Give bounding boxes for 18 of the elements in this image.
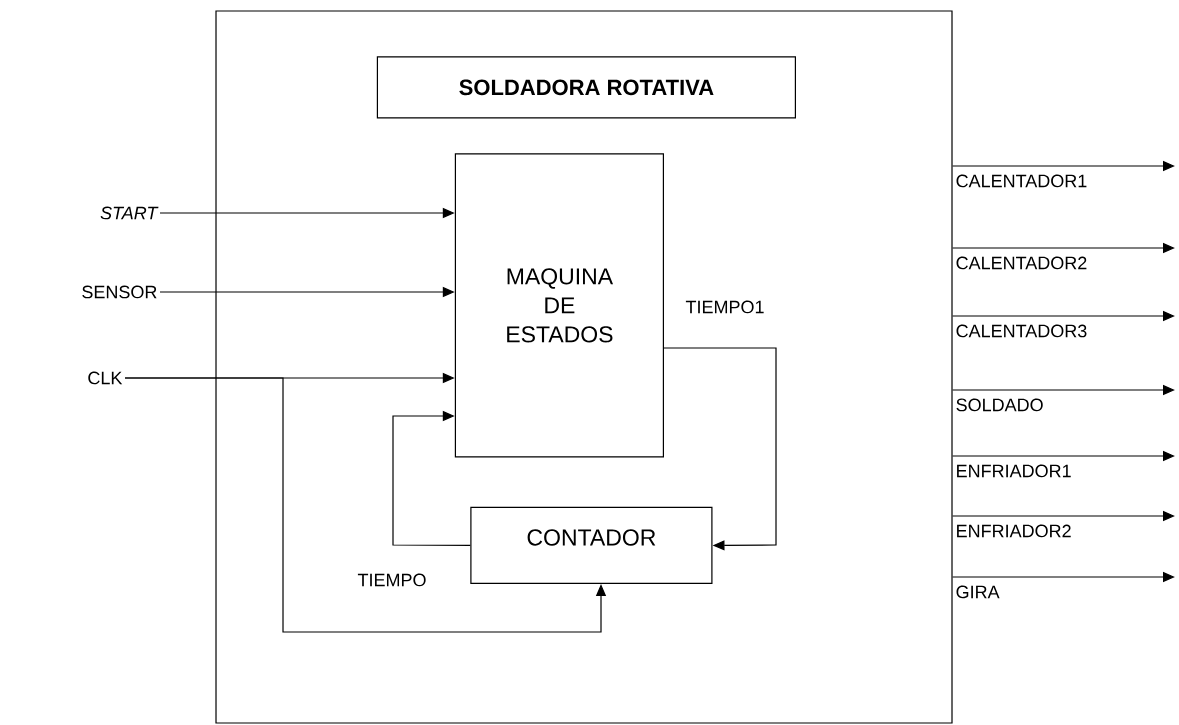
signal-label: CLK <box>88 371 123 385</box>
signal-label: START <box>100 206 159 220</box>
edge-label: GIRA <box>956 585 1000 599</box>
edge-label: ENFRIADOR1 <box>957 464 1071 478</box>
arrow <box>392 410 471 546</box>
edge-label: CALENTADOR3 <box>956 324 1087 338</box>
signal-label: SENSOR <box>82 285 157 299</box>
state-machine-block: MAQUINA DE ESTADOS <box>454 153 664 458</box>
edge-label: CALENTADOR2 <box>956 256 1087 270</box>
edge-label: SOLDADO <box>956 398 1043 412</box>
edge-label: ENFRIADOR2 <box>957 524 1071 538</box>
system-block <box>215 10 953 724</box>
edge-label: TIEMPO <box>357 573 426 587</box>
title-box: SOLDADORA ROTATIVA <box>376 56 796 119</box>
arrow <box>663 347 777 551</box>
edge-label: CALENTADOR1 <box>956 174 1087 188</box>
counter-block: CONTADOR <box>470 506 713 584</box>
edge-label: TIEMPO1 <box>685 300 764 314</box>
